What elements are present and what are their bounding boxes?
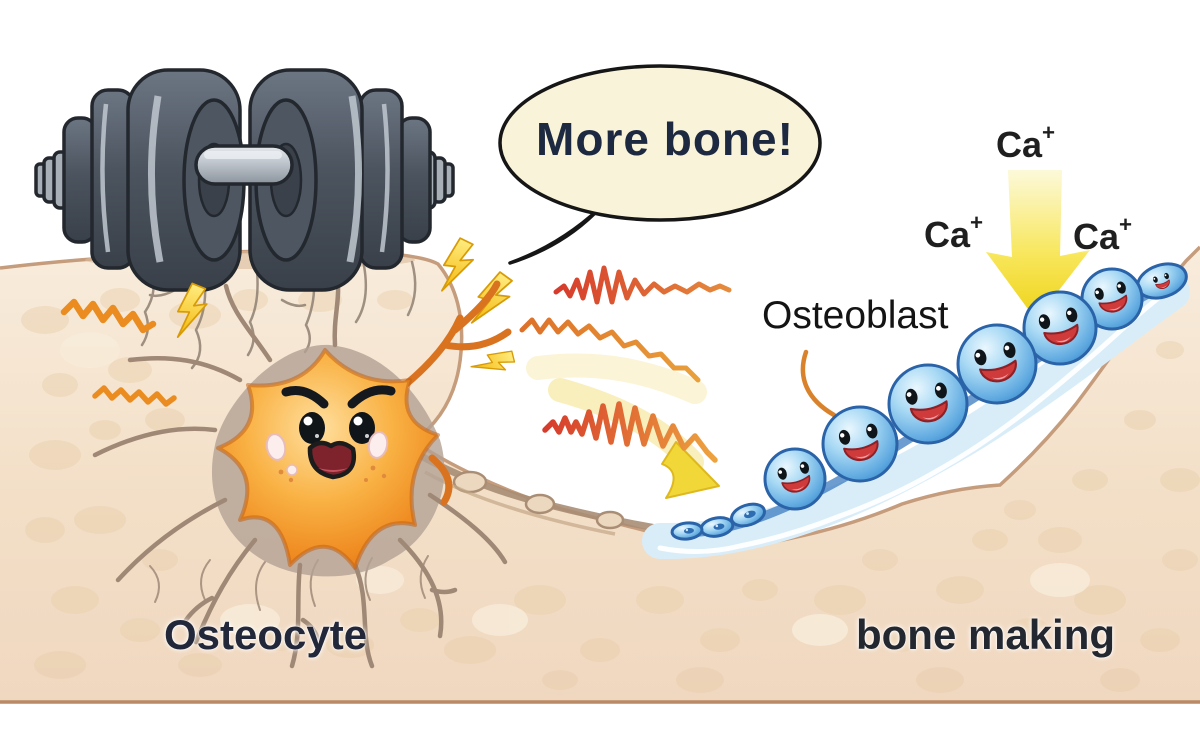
handle-highlight [204, 151, 282, 159]
speech-bubble-tail [508, 206, 602, 265]
lightning-bolt-icon [437, 235, 478, 297]
signal-wave-1 [553, 265, 732, 305]
ca-base: Ca [1073, 216, 1120, 257]
speech-bubble-body [498, 64, 822, 222]
label-osteocyte: Osteocyte [164, 611, 368, 658]
osteocyte-cell [216, 280, 512, 570]
signal-glow-band [526, 353, 707, 404]
sweat-drop-left [265, 433, 287, 461]
eye-left [299, 412, 325, 444]
osteoblast-row [670, 262, 1188, 541]
label-ca-top: Ca+ [996, 120, 1055, 166]
bone-texture-light [60, 332, 1090, 646]
speech-bubble [498, 64, 822, 265]
lightning-bolt-icon [469, 343, 519, 385]
lightning-bolt-icon [467, 267, 518, 334]
plate-highlights [100, 95, 390, 263]
ca-base: Ca [924, 214, 971, 255]
freckles [278, 465, 387, 483]
osteoblast-cell [956, 323, 1038, 405]
eyebrow-left [281, 386, 329, 409]
speech-bubble-text: More bone! [536, 113, 794, 165]
osteoblast-precursor-cell [699, 516, 735, 538]
mouth [307, 440, 357, 480]
curved-signal-arrowhead [661, 441, 720, 499]
label-ca-right: Ca+ [1073, 212, 1132, 258]
osteoblast-cell [821, 405, 899, 483]
osteoid-wave-line [657, 282, 1178, 555]
calcium-down-arrow [986, 170, 1090, 320]
signal-wave-2 [519, 317, 701, 383]
osteoblast-cell [763, 447, 827, 511]
label-ca-left: Ca+ [924, 210, 983, 256]
osteocyte-angry-face [265, 385, 396, 483]
signal-waves [519, 265, 732, 463]
left-signal-zigzags [60, 298, 177, 407]
osteoblast-cell [887, 363, 969, 445]
osteoblast-cell [1022, 290, 1098, 366]
osteocyte-arms [401, 280, 512, 506]
osteoblast-precursor-cell [670, 521, 704, 541]
osteoblast-pointer-line [800, 349, 837, 418]
dumbbell [34, 68, 455, 292]
ca-superscript: + [1119, 211, 1133, 237]
ca-base: Ca [996, 124, 1043, 165]
label-osteoblast: Osteoblast [762, 294, 949, 337]
signal-wave-3 [542, 401, 718, 463]
label-bone-making: bone making [856, 611, 1116, 658]
sweat-drop-right [367, 431, 389, 459]
eyebrow-right [347, 385, 396, 409]
osteoblast-precursor-cell [730, 502, 766, 528]
bone-texture [21, 288, 1200, 693]
ca-superscript: + [1042, 119, 1056, 145]
ca-superscript: + [970, 209, 984, 235]
osteocyte-dendrites [92, 269, 508, 669]
